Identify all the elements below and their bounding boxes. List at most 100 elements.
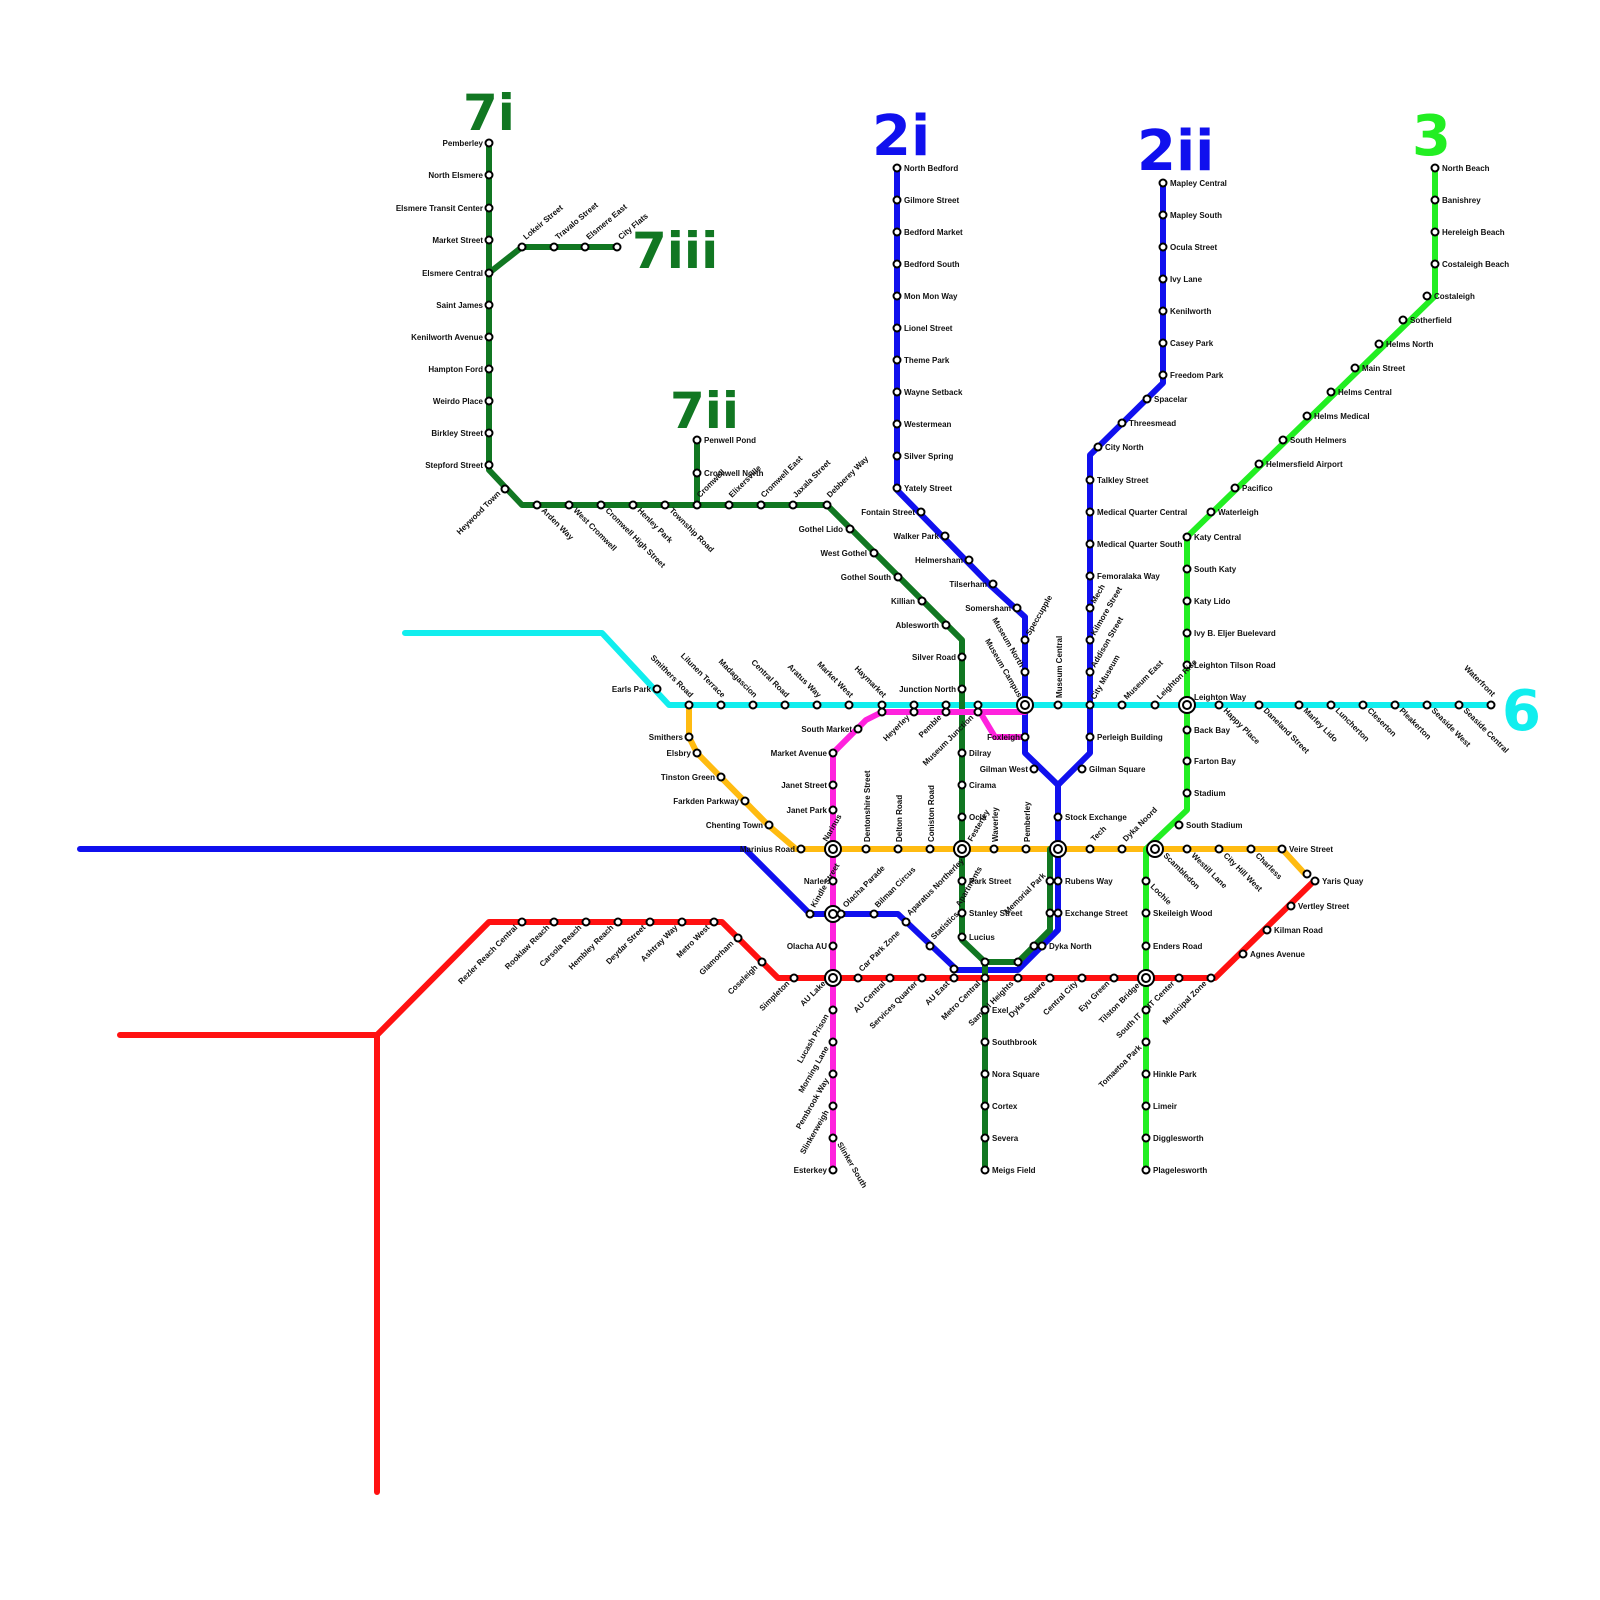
station-marker[interactable] — [1039, 943, 1046, 950]
station-marker[interactable] — [1376, 341, 1383, 348]
station-marker[interactable] — [1087, 541, 1094, 548]
station-marker[interactable] — [1119, 420, 1126, 427]
station-marker[interactable] — [1432, 165, 1439, 172]
station-marker[interactable] — [911, 709, 918, 716]
station-marker[interactable] — [830, 1135, 837, 1142]
station-marker[interactable] — [894, 485, 901, 492]
station-marker[interactable] — [951, 975, 958, 982]
station-marker[interactable] — [694, 502, 701, 509]
station-marker[interactable] — [1087, 846, 1094, 853]
station-marker[interactable] — [486, 140, 493, 147]
station-marker[interactable] — [1160, 308, 1167, 315]
station-marker[interactable] — [1176, 822, 1183, 829]
station-marker[interactable] — [598, 502, 605, 509]
station-marker[interactable] — [798, 846, 805, 853]
station-marker[interactable] — [855, 726, 862, 733]
station-marker[interactable] — [1015, 959, 1022, 966]
station-marker[interactable] — [982, 1071, 989, 1078]
station-marker[interactable] — [1015, 975, 1022, 982]
station-marker[interactable] — [1087, 477, 1094, 484]
station-marker[interactable] — [1184, 630, 1191, 637]
station-marker[interactable] — [486, 302, 493, 309]
station-marker[interactable] — [830, 1071, 837, 1078]
station-marker[interactable] — [1119, 846, 1126, 853]
station-marker[interactable] — [679, 919, 686, 926]
station-marker[interactable] — [903, 919, 910, 926]
station-marker[interactable] — [1087, 605, 1094, 612]
station-marker[interactable] — [1023, 846, 1030, 853]
station-marker[interactable] — [1432, 229, 1439, 236]
station-marker[interactable] — [1328, 389, 1335, 396]
station-marker[interactable] — [615, 919, 622, 926]
station-marker[interactable] — [911, 702, 918, 709]
station-marker[interactable] — [566, 502, 573, 509]
station-marker[interactable] — [824, 502, 831, 509]
station-marker[interactable] — [1304, 413, 1311, 420]
station-marker[interactable] — [1055, 702, 1062, 709]
station-marker[interactable] — [982, 1039, 989, 1046]
station-marker[interactable] — [807, 911, 814, 918]
station-marker[interactable] — [694, 750, 701, 757]
station-marker[interactable] — [975, 709, 982, 716]
station-marker[interactable] — [1143, 1103, 1150, 1110]
station-marker[interactable] — [1160, 180, 1167, 187]
station-marker[interactable] — [894, 453, 901, 460]
station-marker[interactable] — [1280, 437, 1287, 444]
station-marker[interactable] — [758, 502, 765, 509]
station-marker[interactable] — [1360, 702, 1367, 709]
station-marker[interactable] — [759, 959, 766, 966]
station-marker[interactable] — [1352, 365, 1359, 372]
station-marker[interactable] — [654, 686, 661, 693]
station-marker[interactable] — [927, 846, 934, 853]
station-marker[interactable] — [894, 165, 901, 172]
station-marker[interactable] — [1288, 903, 1295, 910]
station-marker[interactable] — [838, 911, 845, 918]
station-marker[interactable] — [1014, 605, 1021, 612]
station-marker[interactable] — [1055, 814, 1062, 821]
station-marker[interactable] — [1143, 1135, 1150, 1142]
station-marker[interactable] — [486, 398, 493, 405]
station-marker[interactable] — [1160, 372, 1167, 379]
station-marker[interactable] — [486, 205, 493, 212]
station-marker[interactable] — [1184, 727, 1191, 734]
station-marker[interactable] — [1208, 975, 1215, 982]
station-marker[interactable] — [790, 502, 797, 509]
station-marker[interactable] — [614, 244, 621, 251]
station-marker[interactable] — [1208, 509, 1215, 516]
station-marker[interactable] — [814, 702, 821, 709]
station-marker[interactable] — [982, 959, 989, 966]
station-marker[interactable] — [1279, 846, 1286, 853]
station-marker[interactable] — [918, 509, 925, 516]
station-marker[interactable] — [919, 975, 926, 982]
station-marker[interactable] — [1256, 461, 1263, 468]
station-marker[interactable] — [519, 244, 526, 251]
station-marker[interactable] — [1296, 702, 1303, 709]
station-marker[interactable] — [718, 702, 725, 709]
station-marker[interactable] — [1328, 702, 1335, 709]
station-marker[interactable] — [982, 1135, 989, 1142]
station-marker[interactable] — [1488, 702, 1495, 709]
station-marker[interactable] — [830, 1167, 837, 1174]
station-marker[interactable] — [1022, 734, 1029, 741]
station-marker[interactable] — [1031, 766, 1038, 773]
station-marker[interactable] — [951, 966, 958, 973]
station-marker[interactable] — [486, 270, 493, 277]
station-marker[interactable] — [551, 244, 558, 251]
station-marker[interactable] — [486, 462, 493, 469]
station-marker[interactable] — [1256, 702, 1263, 709]
station-marker[interactable] — [1055, 910, 1062, 917]
station-marker[interactable] — [1176, 975, 1183, 982]
station-marker[interactable] — [1022, 669, 1029, 676]
station-marker[interactable] — [1087, 734, 1094, 741]
station-marker[interactable] — [830, 1103, 837, 1110]
station-marker[interactable] — [991, 846, 998, 853]
station-marker[interactable] — [894, 197, 901, 204]
station-marker[interactable] — [1184, 758, 1191, 765]
station-marker[interactable] — [1095, 444, 1102, 451]
station-marker[interactable] — [830, 1007, 837, 1014]
station-marker[interactable] — [1184, 598, 1191, 605]
station-marker[interactable] — [830, 807, 837, 814]
station-marker[interactable] — [1160, 276, 1167, 283]
station-marker[interactable] — [1087, 509, 1094, 516]
station-marker[interactable] — [1432, 197, 1439, 204]
